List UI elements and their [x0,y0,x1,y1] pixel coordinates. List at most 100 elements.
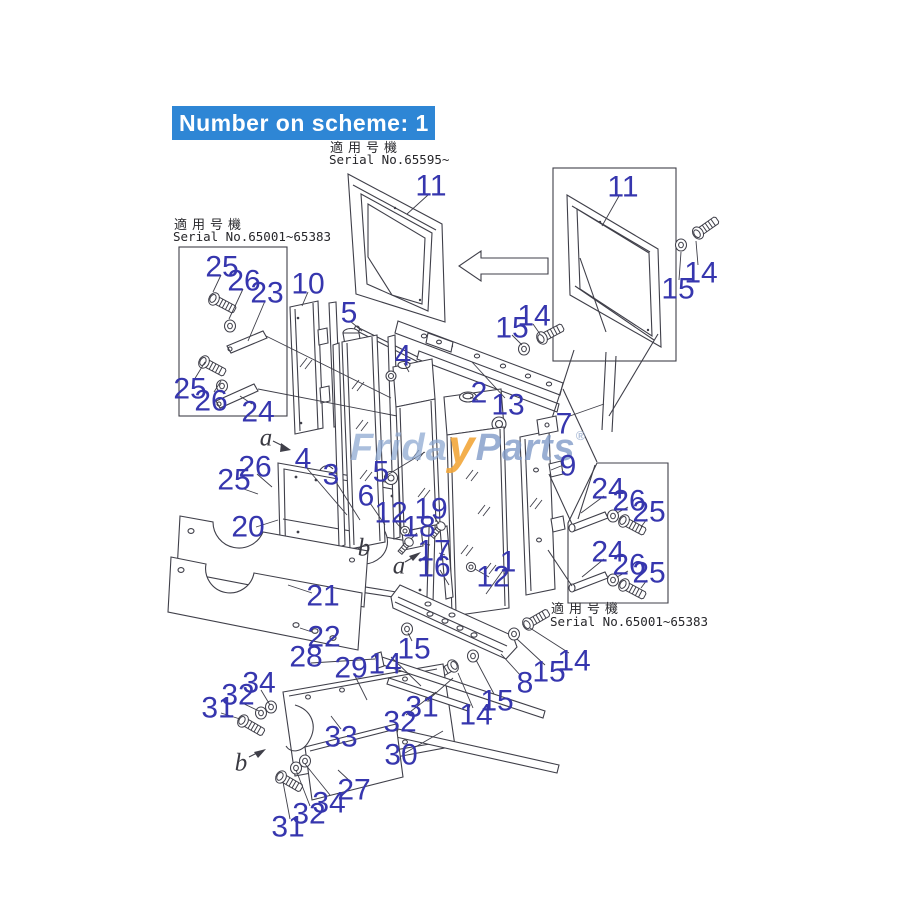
callout-16-29: 16 [417,551,450,584]
direction-arrow [458,249,549,283]
serial-note-left-number: Serial No.65001~65383 [173,229,331,244]
callout-24-36: 24 [591,536,624,569]
callout-28-41: 28 [289,641,322,674]
callout-26-37: 26 [612,549,645,582]
serial-note-top-kanji: 適用号機 [330,140,402,156]
callout-17-28: 17 [417,535,450,568]
ref-letter-a-0: a [260,425,273,452]
part-rod-28 [374,651,546,719]
box-right-variant [552,167,677,433]
callout-7-14: 7 [556,408,573,441]
callout-25-38: 25 [632,557,665,590]
fasteners-top-right [675,213,722,252]
part-plate-21 [176,515,369,608]
callout-29-42: 29 [334,652,367,685]
page-title-text: Number on scheme: 1 [179,110,429,136]
watermark-registered-mark: ® [576,428,587,443]
callout-32-59: 32 [292,798,325,831]
callout-21-39: 21 [306,580,339,613]
part-core-3 [332,327,401,561]
part-core-4 [383,358,441,551]
callout-18-27: 18 [402,511,435,544]
callout-15-46: 15 [532,656,565,689]
callout-25-4: 25 [205,251,238,284]
callout-14-47: 14 [557,645,590,678]
callout-24-18: 24 [241,396,274,429]
callout-26-19: 26 [238,451,271,484]
ref-letter-a-1: a [393,553,406,580]
callout-11-1: 11 [607,171,638,204]
callout-31-52: 31 [201,692,234,725]
callout-26-34: 26 [612,485,645,518]
serial-note-top: 適用号機 Serial No.65595~ [329,140,449,167]
callout-12-25: 12 [374,497,407,530]
page-title: Number on scheme: 1 [172,106,435,140]
part-frame-guard-left [347,173,446,323]
callout-23-6: 23 [250,277,283,310]
box-left-variant [178,246,288,417]
callout-26-5: 26 [227,265,260,298]
watermark-y: y [446,421,477,474]
callout-32-51: 32 [221,679,254,712]
callout-19-26: 19 [414,493,447,526]
callout-14-49: 14 [459,699,492,732]
ref-letter-b-3: b [235,750,248,777]
callout-33-55: 33 [324,721,357,754]
callout-14-43: 14 [368,648,401,681]
callout-25-16: 25 [173,373,206,406]
callout-12-32: 12 [476,561,509,594]
callout-25-35: 25 [632,496,665,529]
watermark-fridayparts: FridayParts® [350,421,586,474]
callout-30-56: 30 [384,739,417,772]
callout-15-3: 15 [661,273,694,306]
callout-27-57: 27 [337,774,370,807]
callout-5-23: 5 [373,456,390,489]
callout-31-53: 31 [405,691,438,724]
ref-arrows [248,440,421,758]
callout-14-2: 14 [684,257,717,290]
callout-24-33: 24 [591,473,624,506]
callout-14-10: 14 [517,300,550,333]
callout-6-24: 6 [358,480,375,513]
serial-note-bottom-right-kanji: 適用号機 [551,601,623,617]
ref-letter-b-2: b [358,535,371,562]
serial-note-left: 適用号機 Serial No.65001~65383 [173,217,331,244]
part-rod-16-17 [396,519,477,600]
serial-note-left-kanji: 適用号機 [174,217,246,233]
callout-20-30: 20 [231,511,264,544]
callout-26-17: 26 [194,385,227,418]
callout-15-44: 15 [397,633,430,666]
callout-25-20: 25 [217,464,250,497]
callout-8-45: 8 [517,667,534,700]
serial-note-bottom-right: 適用号機 Serial No.65001~65383 [550,601,708,629]
callout-1-31: 1 [500,546,517,579]
part-plate-27 [304,723,404,801]
callout-32-54: 32 [383,706,416,739]
watermark-frida: Frida [350,427,448,469]
callout-22-40: 22 [307,621,340,654]
callout-9-15: 9 [560,450,577,483]
part-bracket-9 [519,415,566,596]
callout-31-60: 31 [271,811,304,844]
leader-lines [193,194,699,820]
callout-4-9: 4 [395,340,412,373]
callout-4-21: 4 [295,443,312,476]
part-rod-29 [386,677,471,712]
serial-note-bottom-right-number: Serial No.65001~65383 [550,614,708,629]
callout-13-13: 13 [491,389,524,422]
watermark-parts: Parts [476,427,576,469]
callout-15-48: 15 [480,685,513,718]
callout-10-7: 10 [291,268,324,301]
callout-34-50: 34 [242,667,275,700]
part-plate-22 [167,556,363,651]
serial-note-top-number: Serial No.65595~ [329,152,449,167]
callout-5-8: 5 [341,297,358,330]
callout-15-11: 15 [495,312,528,345]
callout-3-22: 3 [323,459,340,492]
box-right-bottom-variant [547,462,669,604]
callout-34-58: 34 [312,787,345,820]
callout-2-12: 2 [471,377,488,410]
